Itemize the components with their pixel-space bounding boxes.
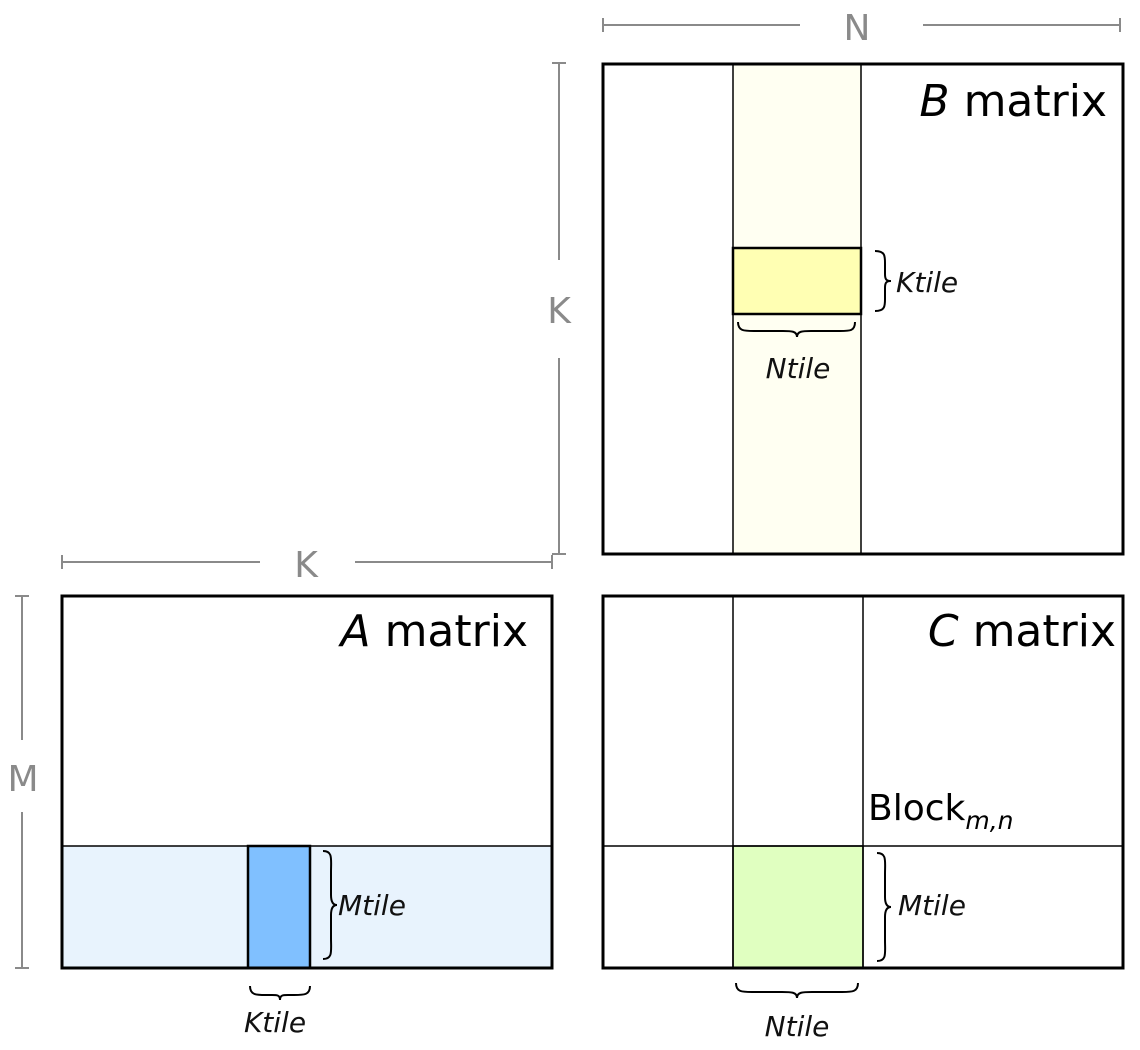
n-dimension-label: N xyxy=(844,8,871,49)
c-matrix: C matrix Blockm,n Mtile Ntile xyxy=(601,594,1125,1043)
a-matrix-title: A matrix xyxy=(337,606,528,657)
b-matrix-title: B matrix xyxy=(919,76,1107,127)
k-horizontal-dimension-label: K xyxy=(294,545,319,586)
a-tile xyxy=(246,844,312,970)
a-matrix: A matrix Mtile Ktile xyxy=(60,594,554,1039)
b-ktile-brace xyxy=(874,250,892,312)
b-ntile-label: Ntile xyxy=(766,352,831,385)
a-mtile-brace xyxy=(322,850,338,960)
c-mtile-label: Mtile xyxy=(898,889,966,922)
b-ktile-label: Ktile xyxy=(896,266,958,299)
k-horizontal-dimension-marker: K xyxy=(61,545,553,586)
b-ntile-brace xyxy=(737,321,856,338)
c-mtile-brace xyxy=(876,852,892,962)
a-ktile-label: Ktile xyxy=(244,1006,306,1039)
b-matrix-frame xyxy=(601,62,1125,556)
c-block-label: Blockm,n xyxy=(868,788,1014,835)
c-tile xyxy=(732,845,864,969)
c-ntile-label: Ntile xyxy=(765,1010,830,1043)
a-ktile-brace xyxy=(249,985,311,1001)
m-dimension-label: M xyxy=(7,759,38,800)
c-matrix-title: C matrix xyxy=(928,606,1116,657)
n-dimension-marker: N xyxy=(602,8,1121,49)
b-tile xyxy=(731,246,863,316)
k-vertical-dimension-label: K xyxy=(547,291,572,332)
a-mtile-label: Mtile xyxy=(338,889,406,922)
c-ntile-brace xyxy=(735,982,859,999)
b-matrix: B matrix Ktile Ntile xyxy=(601,62,1125,556)
m-dimension-marker: M xyxy=(7,595,39,969)
k-vertical-dimension-marker: K xyxy=(547,62,572,555)
